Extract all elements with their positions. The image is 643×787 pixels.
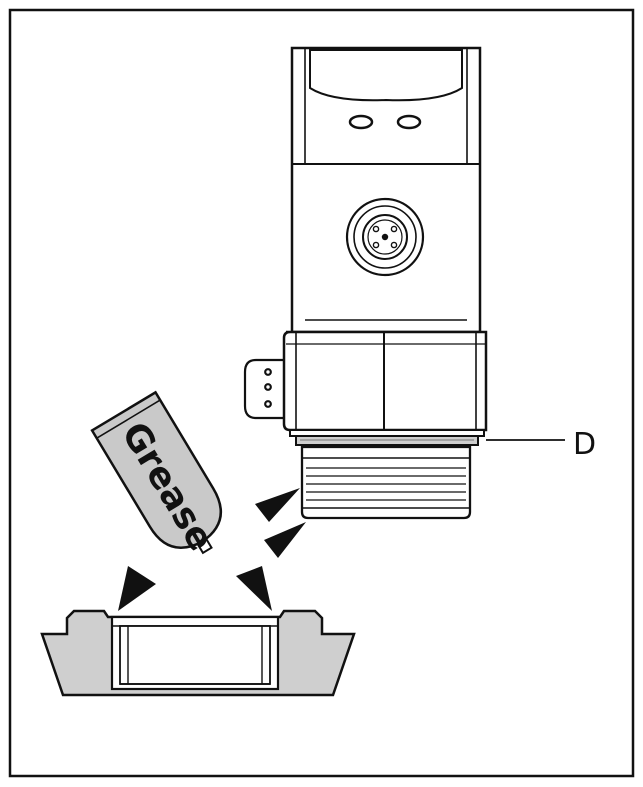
sensor-housing xyxy=(290,46,482,334)
indicator-left xyxy=(348,114,374,130)
adapter-thread-insert xyxy=(119,625,271,685)
arrow-adapter-right xyxy=(236,566,272,611)
callout-label-d: D xyxy=(573,427,596,462)
side-clip xyxy=(243,358,292,420)
tube-nozzle xyxy=(196,537,213,555)
hex-nut xyxy=(282,330,488,432)
grease-application-arrows xyxy=(118,488,306,611)
sealing-ring xyxy=(289,429,485,446)
arrow-thread-lower xyxy=(264,522,306,558)
weld-adapter xyxy=(40,609,356,697)
process-thread xyxy=(300,445,472,520)
connector-m12 xyxy=(345,197,425,277)
indicator-right xyxy=(396,114,422,130)
arrow-adapter-left xyxy=(118,566,156,611)
arrow-thread-upper xyxy=(255,488,300,522)
display-window xyxy=(309,49,463,102)
